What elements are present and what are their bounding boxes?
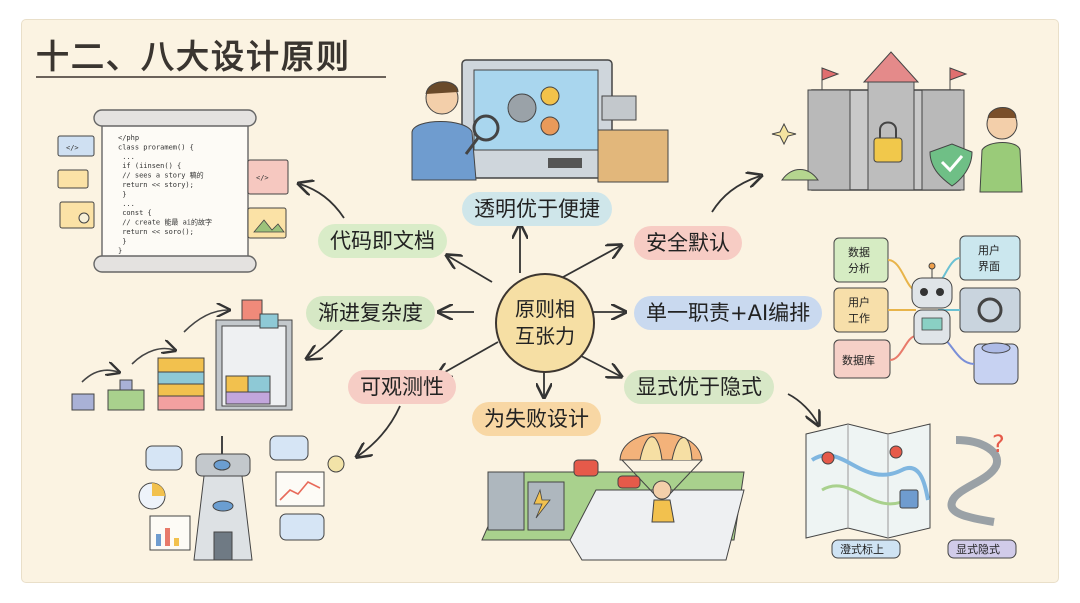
principle-transparency: 透明优于便捷 [462, 192, 612, 226]
code-line: // sees a story 稿的 [118, 171, 204, 180]
arrow-security [553, 246, 620, 283]
principle-design-for-failure: 为失败设计 [472, 402, 601, 436]
principle-progressive-complexity: 渐进复杂度 [306, 296, 435, 330]
code-line: </php [118, 134, 139, 142]
code-line: class proramem() { [118, 143, 194, 151]
arrow-to-tower [358, 405, 401, 456]
code-line: } [118, 237, 126, 245]
principle-code-as-docs: 代码即文档 [318, 224, 447, 258]
orchestration-label-user-work: 用户 [848, 295, 870, 309]
code-line: ... [118, 200, 135, 208]
arrow-to-castle [711, 176, 760, 213]
principle-single-responsibility: 单一职责+AI编排 [634, 296, 823, 330]
arrow-observability [438, 341, 499, 376]
complexity-blocks-illustration [71, 299, 293, 411]
question-mark-icon: ? [992, 430, 1005, 458]
code-tag-icon: </> [66, 144, 79, 152]
code-line: return << soro(); [118, 228, 194, 236]
castle-illustration [771, 51, 1023, 193]
code-line: ... [118, 153, 135, 161]
arrow-to-map [787, 393, 818, 424]
arrow-code-doc [448, 256, 493, 283]
code-line: // create 能最 ai的故字 [118, 218, 212, 227]
orchestration-label-user-work-2: 工作 [848, 312, 870, 325]
observability-tower-illustration [138, 435, 345, 561]
map-illustration: ? 澄式标上 显式隐式 [805, 423, 1017, 559]
orchestration-label-data-analysis: 数据 [848, 245, 870, 259]
page-title: 十二、八大设计原则 [36, 37, 351, 76]
orchestration-label-user-interface-2: 界面 [978, 260, 1000, 273]
code-line: } [118, 190, 126, 198]
code-tag-icon-2: </> [256, 174, 269, 182]
code-line: if (iinsen() { [118, 162, 181, 170]
principle-secure-default: 安全默认 [634, 226, 742, 260]
orchestration-label-data-analysis-2: 分析 [848, 261, 870, 275]
transparency-machine-illustration [411, 59, 669, 183]
map-explicit-label: 澄式标上 [840, 542, 884, 556]
map-implicit-label: 显式隐式 [956, 543, 1000, 556]
arrow-to-code-scroll [300, 184, 345, 219]
failure-parachute-illustration [481, 432, 745, 561]
principle-explicit: 显式优于隐式 [624, 370, 774, 404]
code-line: } [118, 247, 122, 255]
center-hub: 原则相 互张力 [495, 273, 595, 373]
code-line: const { [118, 209, 152, 217]
title-underline [36, 76, 386, 78]
orchestration-label-user-interface: 用户 [978, 243, 1000, 257]
orchestration-label-database: 数据库 [842, 353, 875, 367]
orchestration-illustration [833, 235, 1021, 385]
code-line: return << story); [118, 181, 194, 189]
center-line-2: 互张力 [515, 324, 575, 348]
principle-observability: 可观测性 [348, 370, 456, 404]
center-line-1: 原则相 [515, 297, 575, 321]
